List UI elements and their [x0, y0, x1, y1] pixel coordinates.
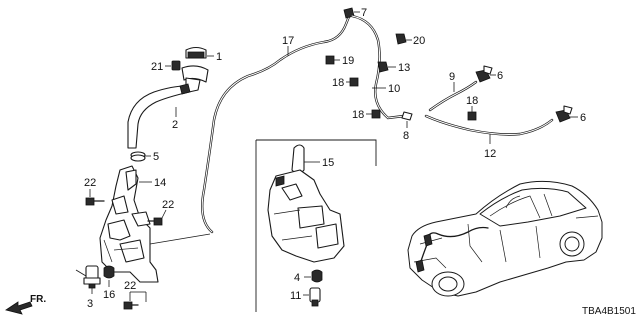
- bolt-22-b: [147, 209, 167, 226]
- callout-18-c: 18: [466, 95, 478, 107]
- callout-22-a: 22: [84, 177, 96, 189]
- tank-hose-leader: [149, 233, 211, 245]
- clip-19: [325, 55, 340, 65]
- callout-1: 1: [216, 51, 222, 63]
- callout-14: 14: [154, 177, 166, 189]
- callout-17: 17: [282, 35, 294, 47]
- callout-16: 16: [103, 289, 115, 301]
- filler-neck: [127, 65, 209, 149]
- clip-20: [395, 33, 412, 45]
- vehicle-illustration: [407, 180, 603, 297]
- callout-18-a: 18: [332, 77, 344, 89]
- washer-tank: [99, 165, 159, 283]
- callout-2: 2: [172, 119, 178, 131]
- washer-pump-11: [303, 287, 321, 307]
- bolt-22-a: [85, 189, 105, 206]
- filler-cap: [185, 46, 214, 59]
- callout-4: 4: [294, 272, 300, 284]
- callout-11: 11: [290, 290, 301, 302]
- grommet-16: [103, 265, 115, 287]
- callout-6-a: 6: [497, 70, 503, 82]
- clip-18-c: [467, 106, 477, 121]
- clip-13: [377, 61, 396, 73]
- callout-3: 3: [87, 298, 93, 310]
- callout-8: 8: [403, 130, 409, 142]
- callout-20: 20: [413, 35, 425, 47]
- inset-box: [255, 139, 377, 312]
- callout-6-b: 6: [580, 112, 586, 124]
- clip-18-b: [366, 109, 381, 119]
- grommet-4: [304, 269, 323, 283]
- diagram-code: TBA4B1501: [582, 306, 636, 317]
- washer-nozzle-6-b: [555, 105, 578, 123]
- front-arrow-icon: [5, 301, 33, 315]
- callout-19: 19: [342, 55, 354, 67]
- washer-hose-10: [350, 14, 406, 120]
- callout-21: 21: [151, 61, 163, 73]
- washer-hose-12: [424, 114, 554, 136]
- joint-8: [401, 111, 413, 128]
- washer-nozzle-6-a: [475, 65, 496, 83]
- washer-hose-17: [201, 12, 352, 234]
- callout-12: 12: [484, 148, 496, 160]
- washer-pump: [75, 265, 101, 294]
- callout-18-b: 18: [352, 109, 364, 121]
- clip-18-a: [346, 77, 359, 87]
- callout-22-c: 22: [124, 280, 136, 292]
- clamp-5: [130, 151, 151, 162]
- clip-21: [165, 60, 181, 71]
- callout-15: 15: [322, 157, 334, 169]
- washer-tank-15: [267, 144, 345, 263]
- bolt-22-c: [123, 291, 147, 310]
- callout-9: 9: [449, 71, 455, 83]
- callout-5: 5: [153, 151, 159, 163]
- front-direction-label: FR.: [30, 294, 46, 305]
- callout-10: 10: [388, 83, 400, 95]
- callout-13: 13: [398, 62, 410, 74]
- callout-22-b: 22: [162, 199, 174, 211]
- callout-7: 7: [361, 7, 367, 19]
